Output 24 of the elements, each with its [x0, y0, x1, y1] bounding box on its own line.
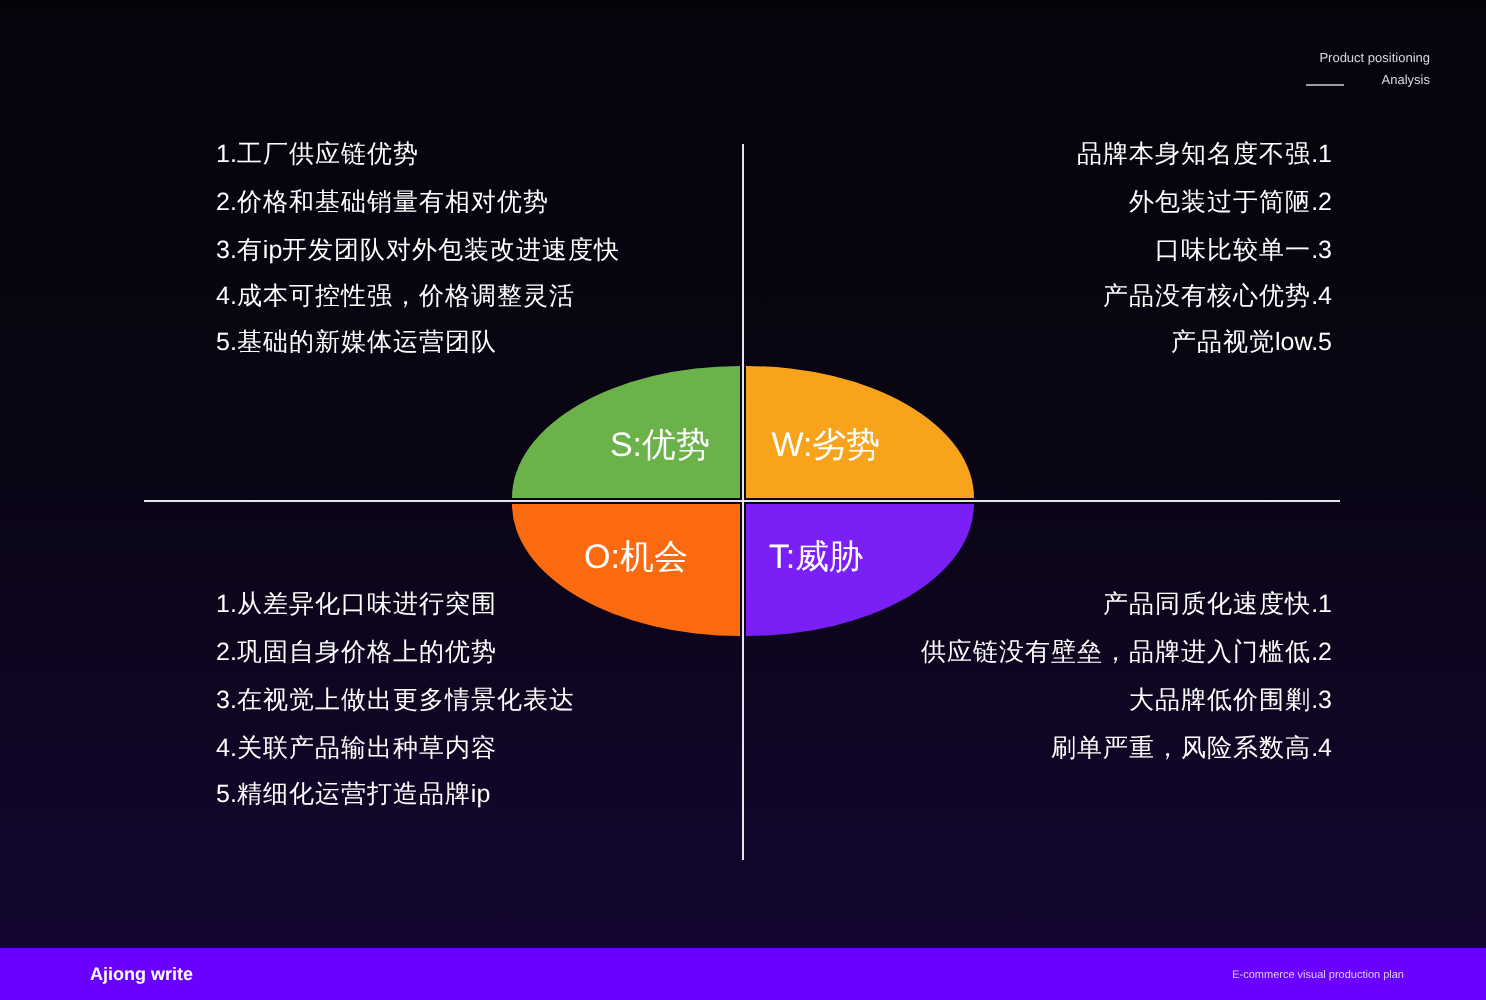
- quadrant-label: S:优势: [609, 425, 711, 467]
- quadrant-label: W:劣势: [771, 425, 881, 467]
- quadrant-label: O:机会: [584, 537, 688, 579]
- list-item: 口味比较单一.3: [1155, 236, 1332, 268]
- list-item: 3.在视觉上做出更多情景化表达: [216, 686, 575, 718]
- list-item: 产品同质化速度快.1: [1103, 590, 1332, 622]
- list-item: 4.关联产品输出种草内容: [216, 734, 497, 766]
- list-item: 2.巩固自身价格上的优势: [216, 638, 497, 670]
- list-item: 5.精细化运营打造品牌ip: [216, 780, 491, 812]
- list-item: 1.工厂供应链优势: [216, 140, 419, 172]
- list-item: 产品视觉low.5: [1171, 328, 1332, 360]
- list-item: 刷单严重，风险系数高.4: [1051, 734, 1332, 766]
- list-item: 4.成本可控性强，价格调整灵活: [216, 282, 575, 314]
- quadrant-label: T:威胁: [768, 537, 864, 579]
- list-item: 外包装过于简陋.2: [1129, 188, 1332, 220]
- list-item: 产品没有核心优势.4: [1103, 282, 1332, 314]
- list-item: 品牌本身知名度不强.1: [1077, 140, 1332, 172]
- list-item: 供应链没有壁垒，品牌进入门槛低.2: [921, 638, 1332, 670]
- list-item: 3.有ip开发团队对外包装改进速度快: [216, 236, 621, 268]
- list-item: 2.价格和基础销量有相对优势: [216, 188, 549, 220]
- author-credit: Ajiong write: [90, 964, 193, 988]
- list-item: 1.从差异化口味进行突围: [216, 590, 497, 622]
- list-item: 大品牌低价围剿.3: [1129, 686, 1332, 718]
- list-item: 5.基础的新媒体运营团队: [216, 328, 497, 360]
